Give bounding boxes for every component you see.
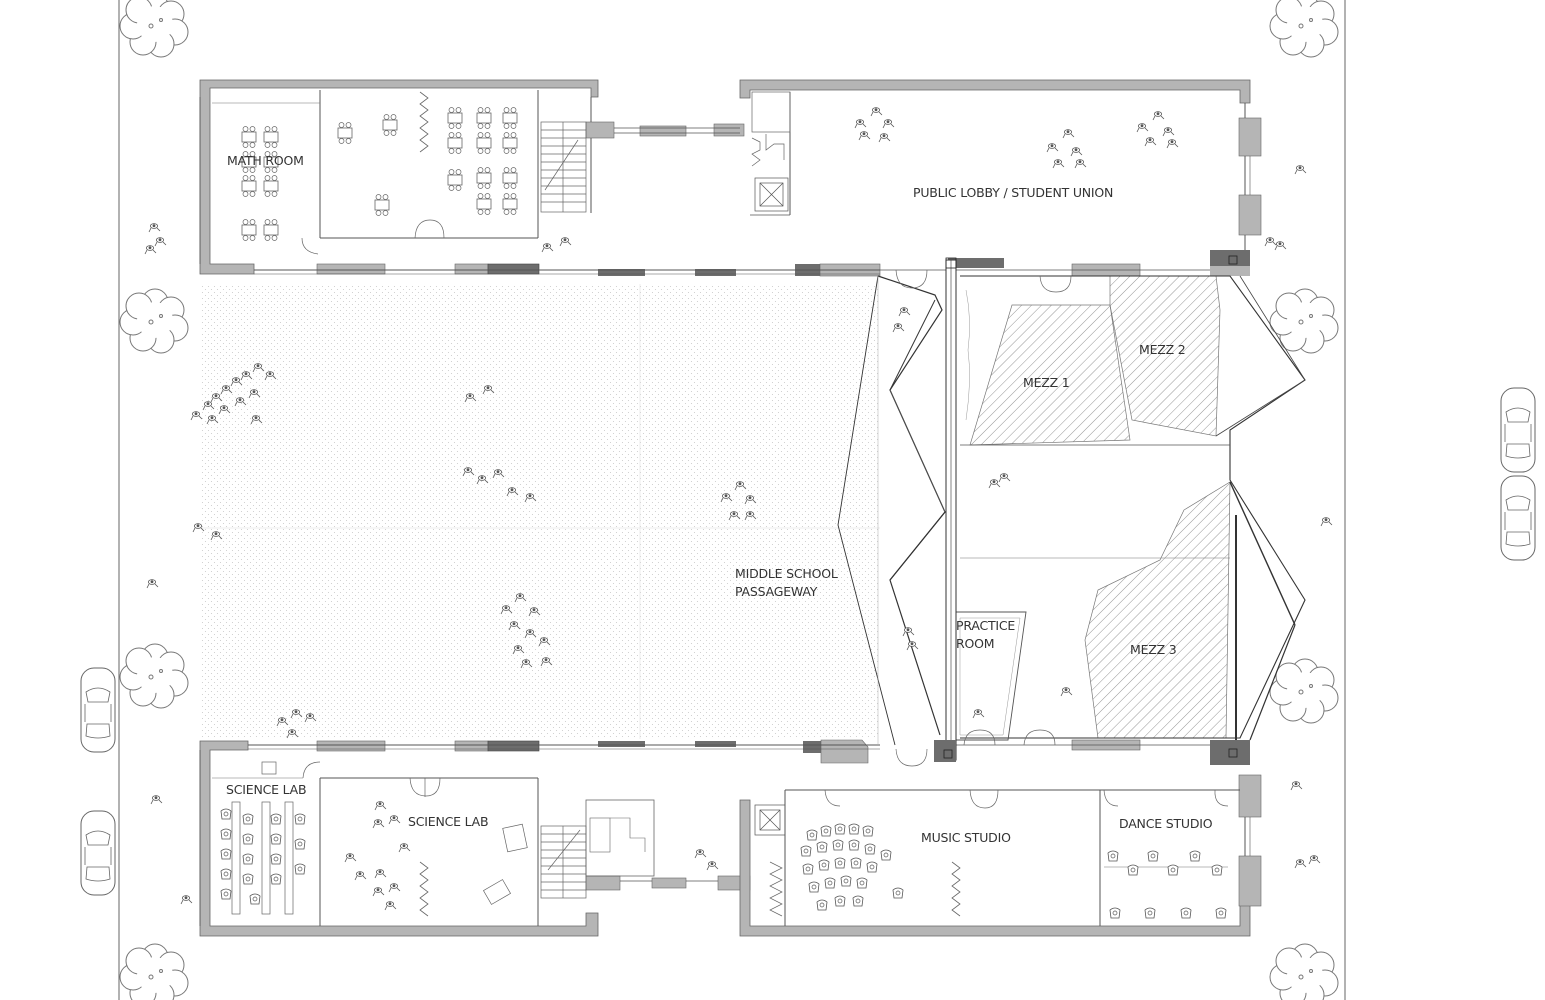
car-icon bbox=[80, 810, 116, 896]
label-practice-line2: ROOM bbox=[956, 636, 995, 651]
label-dance-studio: DANCE STUDIO bbox=[1119, 816, 1213, 831]
tree-icon bbox=[1269, 288, 1339, 354]
performance-hall bbox=[837, 257, 1306, 767]
tree-icon bbox=[119, 943, 189, 1000]
tree-icon bbox=[1269, 0, 1339, 58]
mezz-1-area bbox=[969, 304, 1131, 446]
label-mezz-1: MEZZ 1 bbox=[1023, 375, 1070, 390]
label-mezz-2: MEZZ 2 bbox=[1139, 342, 1186, 357]
label-science-lab-small: SCIENCE LAB bbox=[226, 782, 307, 797]
math-block-walls bbox=[199, 79, 881, 277]
stair-icon bbox=[540, 825, 587, 899]
car-icon bbox=[1500, 475, 1536, 561]
car-icon bbox=[1500, 387, 1536, 473]
tree-icon bbox=[119, 643, 189, 709]
label-passageway-line2: PASSAGEWAY bbox=[735, 584, 818, 599]
mezz-3-area bbox=[1084, 481, 1231, 739]
tree-icon bbox=[119, 0, 189, 58]
label-science-lab-large: SCIENCE LAB bbox=[408, 814, 489, 829]
chair-icons bbox=[800, 823, 1227, 919]
tree-icon bbox=[119, 288, 189, 354]
label-public-lobby: PUBLIC LOBBY / STUDENT UNION bbox=[913, 185, 1114, 200]
car-icon bbox=[80, 667, 116, 753]
desk-icons bbox=[241, 107, 518, 241]
tree-icon bbox=[1269, 658, 1339, 724]
label-passageway: MIDDLE SCHOOL PASSAGEWAY bbox=[735, 565, 838, 601]
site-boundary bbox=[118, 0, 1346, 1000]
courtyard bbox=[200, 284, 880, 739]
label-music-studio: MUSIC STUDIO bbox=[921, 830, 1011, 845]
label-practice-line1: PRACTICE bbox=[956, 618, 1016, 633]
label-practice-room: PRACTICE ROOM bbox=[956, 617, 1015, 653]
lab-benches bbox=[231, 761, 528, 915]
label-passageway-line1: MIDDLE SCHOOL bbox=[735, 566, 838, 581]
elevator-icon bbox=[754, 177, 789, 212]
label-math-room: MATH ROOM bbox=[227, 153, 304, 168]
tree-icon bbox=[1269, 943, 1339, 1000]
music-block-walls bbox=[739, 739, 1262, 937]
science-block-walls bbox=[199, 739, 880, 937]
lobby-block-walls bbox=[739, 79, 1262, 277]
stair-icon bbox=[540, 121, 587, 213]
elevator-icon bbox=[754, 804, 786, 836]
label-mezz-3: MEZZ 3 bbox=[1130, 642, 1177, 657]
